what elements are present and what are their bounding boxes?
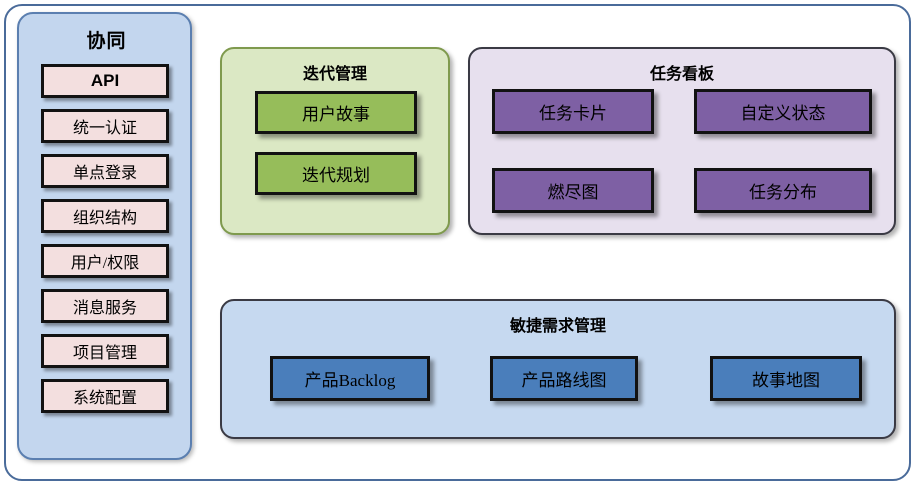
panel-iteration-management: 迭代管理 用户故事 迭代规划 [220, 47, 450, 235]
item-label: 任务分布 [749, 183, 817, 202]
sidebar-item-label: 项目管理 [72, 345, 137, 362]
sidebar-item-label: 系统配置 [72, 390, 137, 407]
sidebar-item-unified-auth[interactable]: 统一认证 [41, 109, 169, 143]
item-iteration-planning[interactable]: 迭代规划 [255, 152, 417, 195]
item-product-backlog[interactable]: 产品Backlog [270, 356, 430, 401]
panel-task-board: 任务看板 任务卡片 自定义状态 燃尽图 任务分布 [468, 47, 896, 235]
item-burndown-chart[interactable]: 燃尽图 [492, 168, 654, 213]
panel-title: 敏捷需求管理 [509, 318, 606, 335]
item-user-story[interactable]: 用户故事 [255, 91, 417, 134]
sidebar-item-label: 单点登录 [72, 165, 137, 182]
item-task-card[interactable]: 任务卡片 [492, 89, 654, 134]
item-label: 燃尽图 [547, 183, 599, 202]
sidebar-title: 协同 [86, 31, 127, 52]
sidebar-item-label: 统一认证 [72, 120, 137, 137]
sidebar-chip-list: API 统一认证 单点登录 组织结构 用户/权限 消息服务 项目管理 系统配置 [41, 64, 171, 424]
panel-title: 任务看板 [649, 66, 714, 83]
sidebar-item-user-permission[interactable]: 用户/权限 [41, 244, 169, 278]
sidebar-item-project-management[interactable]: 项目管理 [41, 334, 169, 368]
item-label: 产品路线图 [521, 371, 607, 390]
sidebar-item-label: 组织结构 [72, 210, 137, 227]
sidebar-item-label: 用户/权限 [70, 255, 140, 272]
item-label: 自定义状态 [740, 104, 826, 123]
item-label: 迭代规划 [302, 166, 370, 185]
sidebar-panel-collaboration: 协同 API 统一认证 单点登录 组织结构 用户/权限 消息服务 项目管理 [17, 12, 192, 460]
item-product-roadmap[interactable]: 产品路线图 [490, 356, 638, 401]
sidebar-item-label: 消息服务 [72, 300, 137, 317]
panel-title: 迭代管理 [302, 66, 367, 83]
item-label: 任务卡片 [539, 104, 607, 123]
item-task-distribution[interactable]: 任务分布 [694, 168, 872, 213]
sidebar-item-single-sign-on[interactable]: 单点登录 [41, 154, 169, 188]
sidebar-item-api[interactable]: API [41, 64, 169, 98]
item-custom-status[interactable]: 自定义状态 [694, 89, 872, 134]
item-story-map[interactable]: 故事地图 [710, 356, 862, 401]
item-label: 故事地图 [752, 371, 820, 390]
panel-agile-requirement-management: 敏捷需求管理 产品Backlog 产品路线图 故事地图 [220, 299, 896, 439]
item-label: 产品Backlog [304, 371, 396, 390]
sidebar-item-message-service[interactable]: 消息服务 [41, 289, 169, 323]
sidebar-item-system-config[interactable]: 系统配置 [41, 379, 169, 413]
sidebar-item-label: API [90, 71, 120, 90]
item-label: 用户故事 [302, 105, 370, 124]
sidebar-item-org-structure[interactable]: 组织结构 [41, 199, 169, 233]
